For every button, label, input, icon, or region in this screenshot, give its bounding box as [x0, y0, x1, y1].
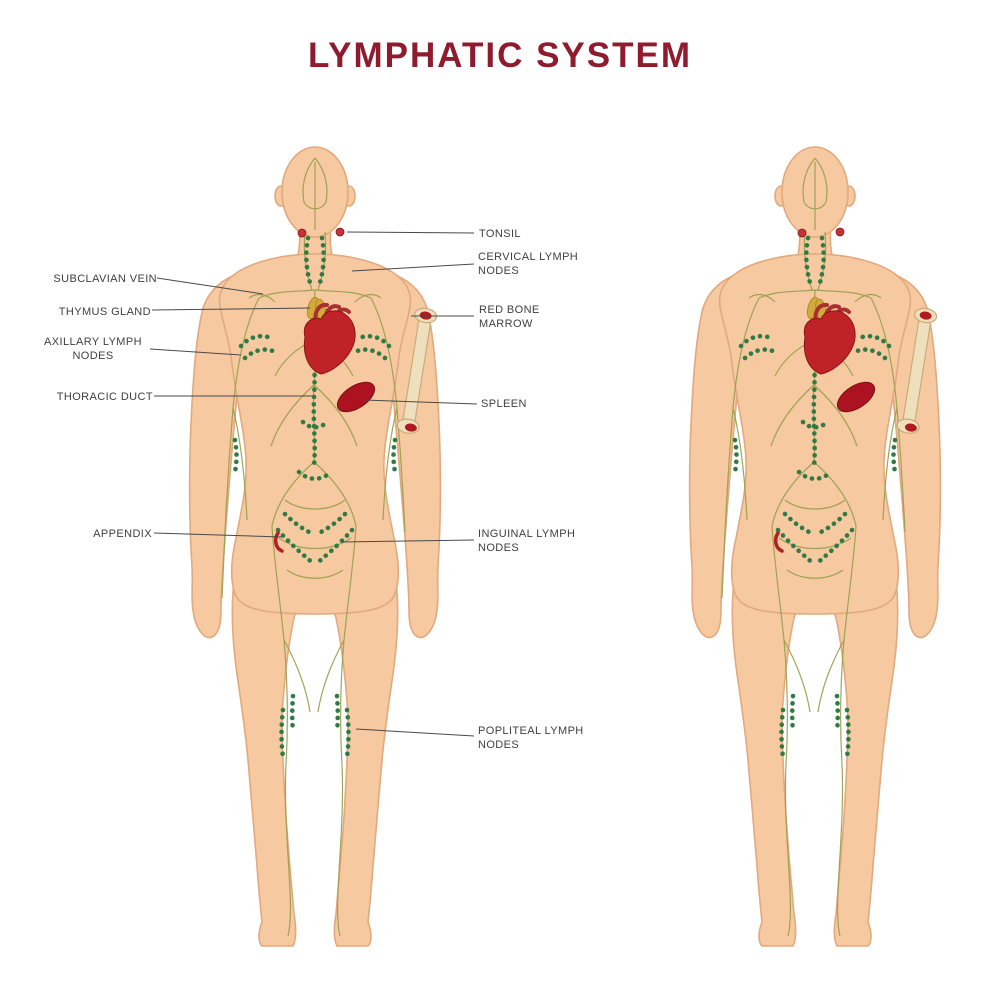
figure-front	[190, 147, 441, 946]
leader-line-spleen	[364, 399, 478, 405]
label-axillary-lymph-nodes: AXILLARY LYMPH NODES	[44, 336, 142, 363]
figure-back	[690, 147, 941, 946]
leader-line-popliteal-lymph-nodes	[355, 728, 475, 737]
label-thoracic-duct: THORACIC DUCT	[56, 391, 153, 403]
leader-line-thymus-gland	[151, 307, 311, 311]
label-subclavian-vein: SUBCLAVIAN VEIN	[53, 273, 157, 285]
label-popliteal-lymph-nodes: POPLITEAL LYMPH NODES	[478, 725, 584, 752]
leader-line-appendix	[153, 532, 283, 538]
leader-line-cervical-lymph-nodes	[351, 263, 475, 272]
label-red-bone-marrow: RED BONE MARROW	[479, 304, 540, 331]
label-appendix: APPENDIX	[93, 528, 152, 540]
label-thymus-gland: THYMUS GLAND	[58, 306, 151, 318]
label-tonsil: TONSIL	[479, 228, 521, 240]
diagram-title: LYMPHATIC SYSTEM	[308, 36, 692, 75]
leader-line-axillary-lymph-nodes	[149, 348, 242, 356]
label-inguinal-lymph-nodes: INGUINAL LYMPH NODES	[478, 528, 576, 555]
label-cervical-lymph-nodes: CERVICAL LYMPH NODES	[478, 251, 579, 278]
leader-line-inguinal-lymph-nodes	[341, 539, 475, 543]
label-spleen: SPLEEN	[481, 398, 527, 410]
leader-line-tonsil	[346, 231, 475, 234]
leader-line-subclavian-vein	[156, 277, 264, 295]
